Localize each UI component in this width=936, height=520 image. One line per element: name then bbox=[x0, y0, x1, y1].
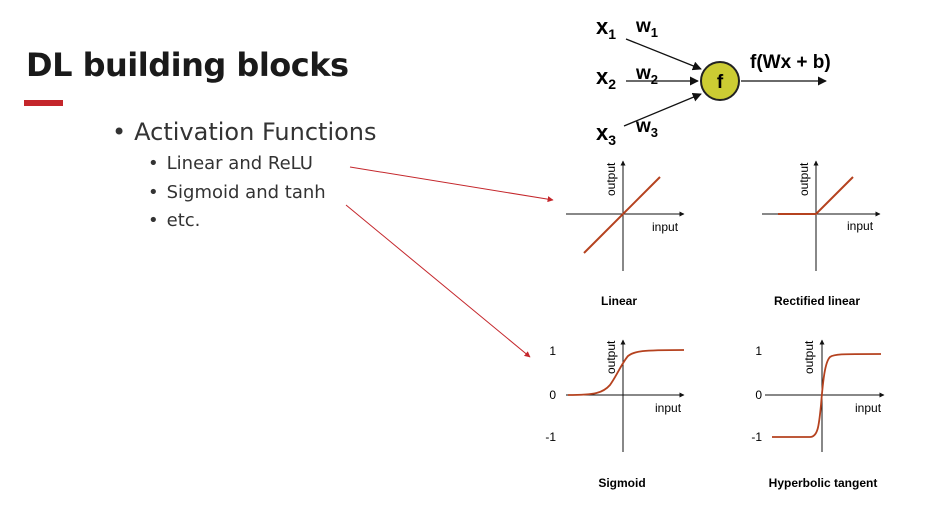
slide-title: DL building blocks bbox=[26, 46, 349, 84]
arrow-to-linear-plots bbox=[349, 166, 554, 203]
tanh-caption: Hyperbolic tangent bbox=[769, 476, 878, 490]
bullet-dot: • bbox=[148, 210, 159, 231]
tick-label-0: 0 bbox=[549, 388, 556, 402]
input-x1-label: x1 bbox=[596, 14, 616, 42]
x-axis-label: input bbox=[847, 219, 874, 233]
tick-label-0: 0 bbox=[755, 388, 762, 402]
bullet-text: Activation Functions bbox=[134, 118, 377, 146]
sigmoid-curve bbox=[567, 349, 685, 396]
bullet-dot: • bbox=[148, 153, 159, 174]
tick-label-1: 1 bbox=[549, 344, 556, 358]
relu-caption: Rectified linear bbox=[774, 294, 860, 308]
sigmoid-caption: Sigmoid bbox=[598, 476, 645, 490]
tanh-plot: 1 0 -1 input output Hyperbolic tangent bbox=[751, 339, 885, 490]
tick-label-minus1: -1 bbox=[545, 430, 556, 444]
arrow-to-sigmoid-plots bbox=[345, 204, 531, 358]
bullet-etc: • etc. bbox=[148, 210, 200, 231]
tick-label-minus1: -1 bbox=[751, 430, 762, 444]
bullet-sigmoid-tanh: • Sigmoid and tanh bbox=[148, 182, 326, 203]
linear-curve bbox=[583, 176, 661, 254]
relu-plot: input output Rectified linear bbox=[762, 160, 881, 308]
neuron-diagram: x1 w1 x2 w2 x3 w3 f f(Wx + b) bbox=[596, 14, 831, 148]
bullet-dot: • bbox=[148, 182, 159, 203]
input-x3-arrow bbox=[623, 92, 702, 127]
y-axis-label: output bbox=[797, 162, 811, 196]
neuron-node bbox=[700, 61, 740, 101]
linear-plot: input output Linear bbox=[566, 160, 685, 308]
y-axis-label: output bbox=[802, 340, 816, 374]
neuron-node-label: f bbox=[717, 72, 724, 93]
x-axis-label: input bbox=[652, 220, 679, 234]
weight-w1-label: w1 bbox=[635, 16, 658, 40]
sigmoid-plot: 1 0 -1 input output Sigmoid bbox=[545, 339, 685, 490]
title-accent-bar bbox=[24, 100, 63, 106]
y-axis-label: output bbox=[604, 340, 618, 374]
bullet-activation-functions: •Activation Functions bbox=[112, 118, 377, 146]
x-axis-label: input bbox=[855, 401, 882, 415]
output-formula-label: f(Wx + b) bbox=[750, 52, 831, 73]
bullet-dot: • bbox=[112, 118, 127, 146]
tick-label-1: 1 bbox=[755, 344, 762, 358]
input-x2-label: x2 bbox=[596, 64, 616, 92]
bullet-linear-relu: • Linear and ReLU bbox=[148, 153, 313, 174]
weight-w3-label: w3 bbox=[635, 116, 658, 140]
relu-curve bbox=[778, 176, 854, 215]
bullet-text: etc. bbox=[166, 210, 201, 231]
input-x3-label: x3 bbox=[596, 120, 616, 148]
bullet-text: Sigmoid and tanh bbox=[166, 182, 326, 203]
linear-caption: Linear bbox=[601, 294, 637, 308]
input-x1-arrow bbox=[625, 38, 702, 71]
x-axis-label: input bbox=[655, 401, 682, 415]
tanh-curve bbox=[772, 353, 882, 438]
weight-w2-label: w2 bbox=[635, 63, 658, 87]
bullet-text: Linear and ReLU bbox=[166, 153, 313, 174]
y-axis-label: output bbox=[604, 162, 618, 196]
